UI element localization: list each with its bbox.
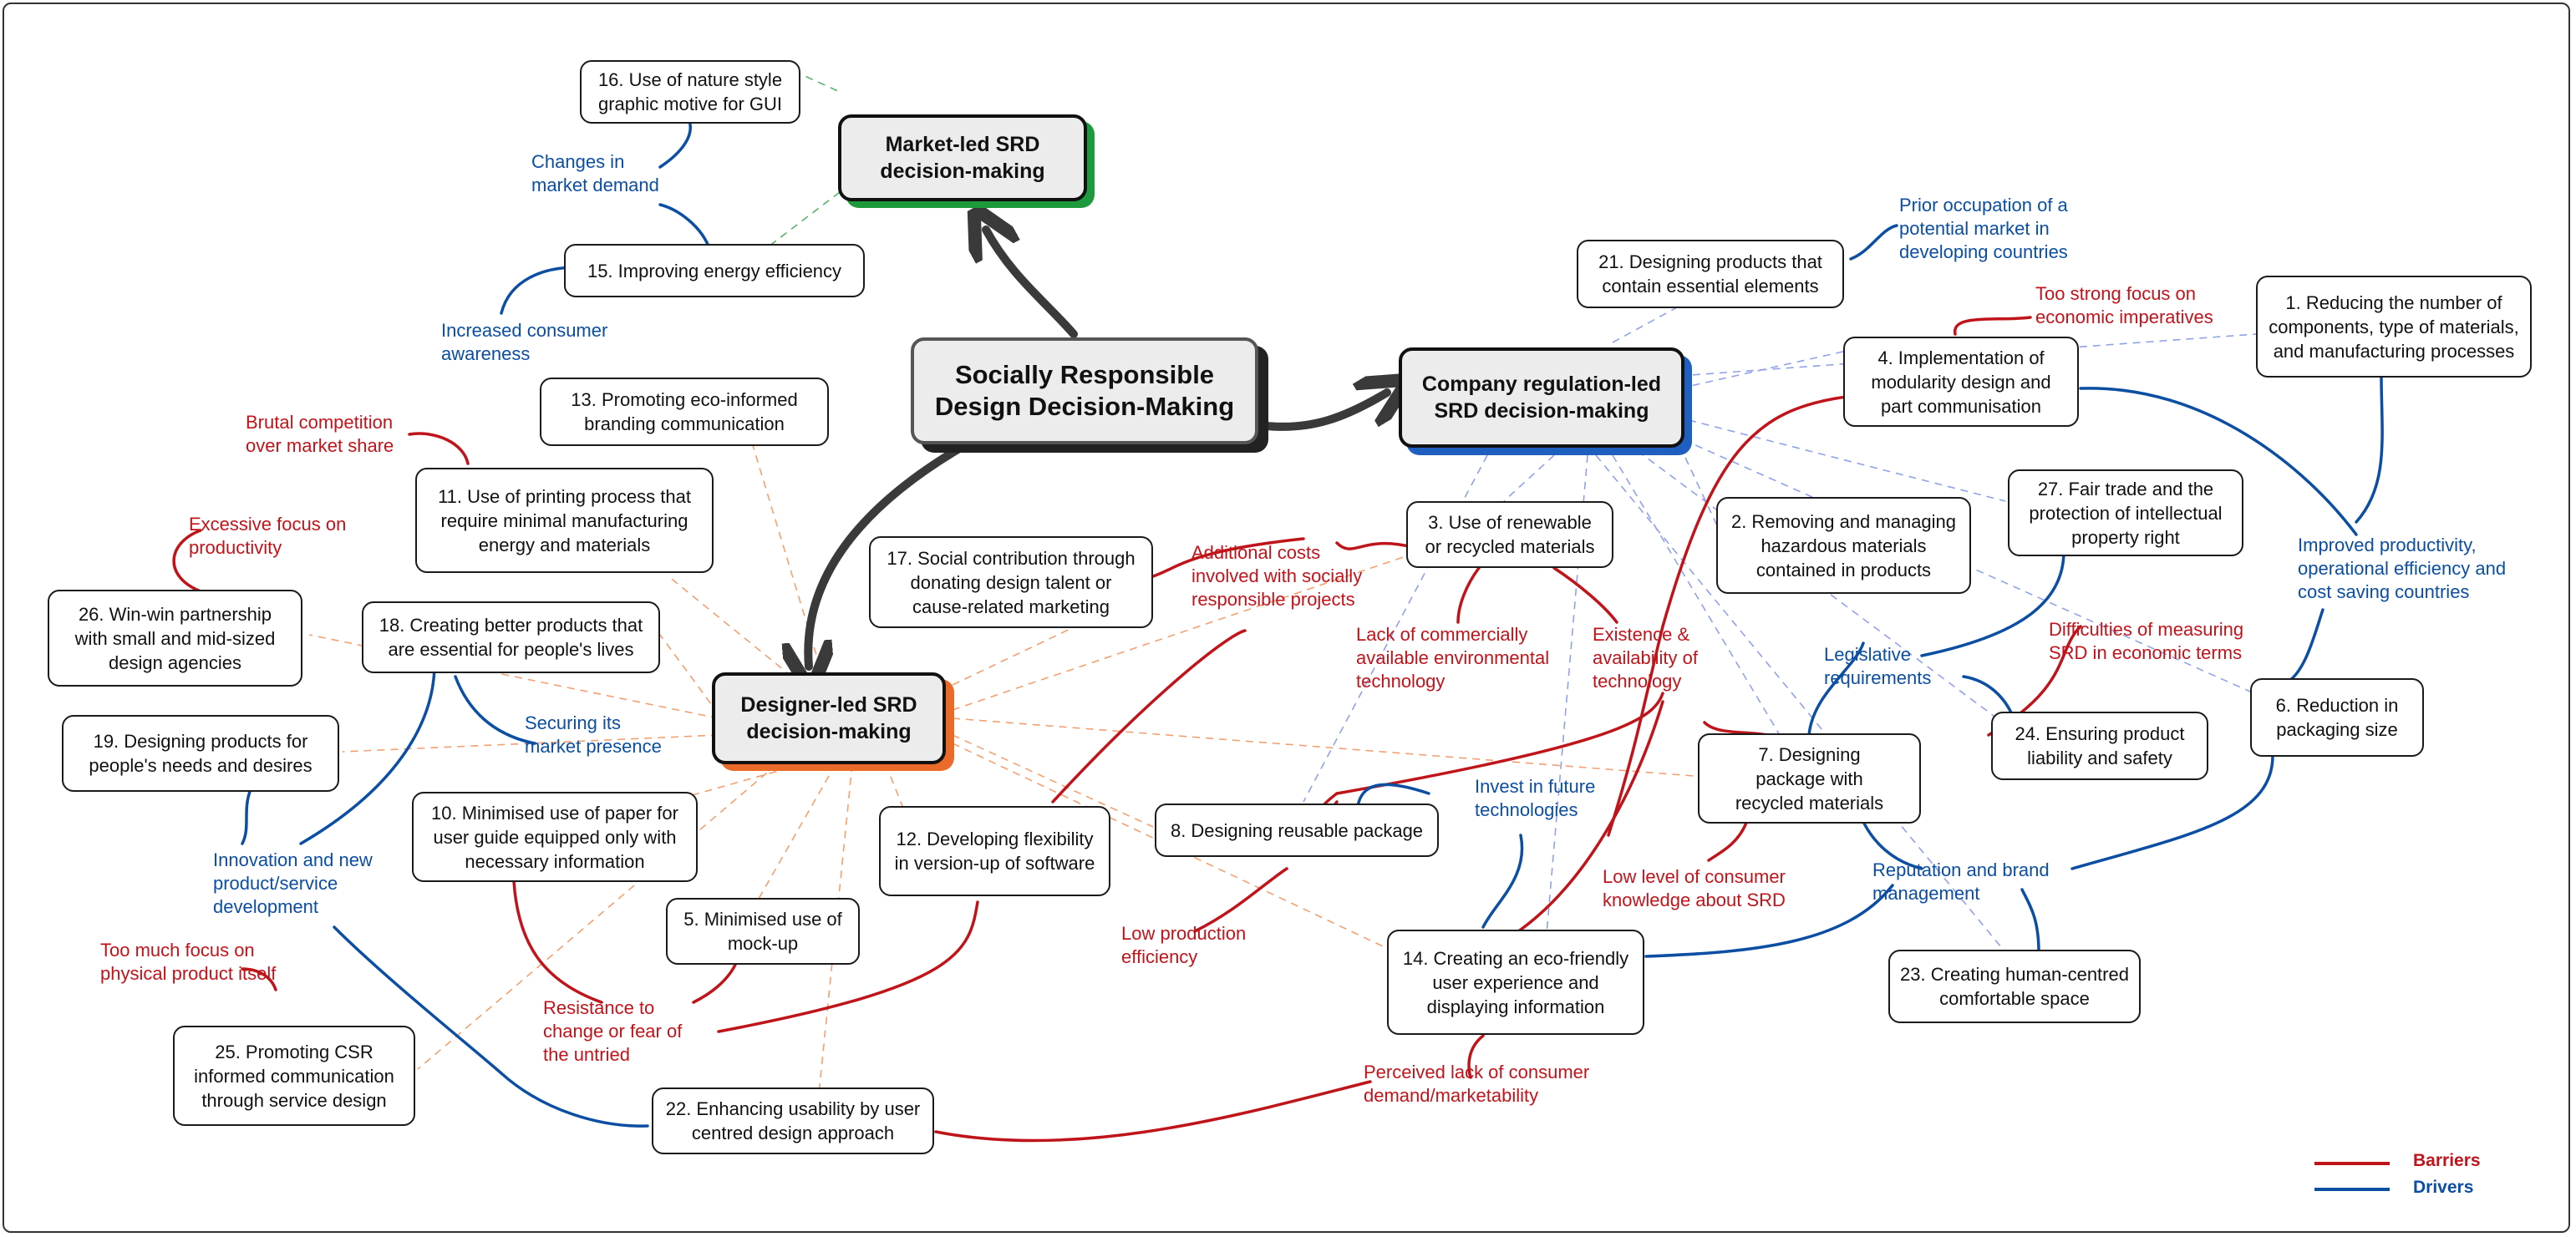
driver-securing-market-presence: Securing its market presence: [525, 712, 662, 757]
node-6: 6. Reduction in packaging size: [2250, 678, 2424, 757]
node-11: 11. Use of printing process that require…: [415, 468, 714, 573]
node-22: 22. Enhancing usability by user centred …: [652, 1087, 934, 1154]
barrier-low-production-efficiency: Low production efficiency: [1121, 923, 1247, 967]
driver-prior-occupation: Prior occupation of a potential market i…: [1899, 195, 2068, 262]
barrier-additional-costs: Additional costs involved with socially …: [1191, 542, 1363, 610]
node-16: 16. Use of nature style graphic motive f…: [580, 60, 800, 124]
market-association-lines: [768, 70, 841, 247]
driver-legislative-requirements: Legislative requirements: [1824, 644, 1932, 688]
barrier-excessive-productivity: Excessive focus on productivity: [189, 514, 347, 558]
node-18: 18. Creating better products that are es…: [362, 601, 660, 673]
barrier-consumer-knowledge: Low level of consumer knowledge about SR…: [1603, 866, 1786, 910]
barrier-perceived-lack-of-demand: Perceived lack of consumer demand/market…: [1364, 1062, 1590, 1106]
node-26: 26. Win-win partnership with small and m…: [48, 590, 302, 687]
driver-market-demand: Changes in market demand: [531, 151, 659, 195]
company-hub: Company regulation-led SRD decision-maki…: [1399, 347, 1684, 448]
barrier-existence-of-technology: Existence & availability of technology: [1593, 624, 1698, 692]
legend-barriers-label: Barriers: [2413, 1151, 2481, 1170]
barrier-physical-product-focus: Too much focus on physical product itsel…: [100, 940, 277, 984]
driver-curves: [241, 119, 2384, 1128]
node-13: 13. Promoting eco-informed branding comm…: [540, 378, 829, 446]
node-21: 21. Designing products that contain esse…: [1577, 240, 1844, 308]
designer-hub: Designer-led SRD decision-making: [712, 672, 946, 764]
barrier-brutal-competition: Brutal competition over market share: [246, 412, 394, 456]
driver-consumer-awareness: Increased consumer awareness: [441, 320, 608, 364]
central-hub: Socially Responsible Design Decision-Mak…: [911, 337, 1258, 444]
node-12: 12. Developing flexibility in version-up…: [879, 806, 1110, 896]
node-17: 17. Social contribution through donating…: [869, 536, 1153, 628]
legend-lines: [2314, 1162, 2390, 1191]
company-association-lines: [1303, 292, 2274, 953]
driver-improved-productivity: Improved productivity, operational effic…: [2298, 535, 2507, 602]
node-2: 2. Removing and managing hazardous mater…: [1716, 497, 1971, 594]
barrier-lack-of-technology: Lack of commercially available environme…: [1356, 624, 1550, 692]
barrier-measuring-srd: Difficulties of measuring SRD in economi…: [2049, 619, 2244, 663]
node-24: 24. Ensuring product liability and safet…: [1991, 712, 2208, 780]
driver-invest-technologies: Invest in future technologies: [1475, 776, 1596, 820]
node-5: 5. Minimised use of mock-up: [666, 898, 860, 965]
node-10: 10. Minimised use of paper for user guid…: [412, 792, 698, 882]
driver-reputation-brand: Reputation and brand management: [1872, 859, 2050, 904]
market-hub: Market-led SRD decision-making: [838, 114, 1087, 201]
node-19: 19. Designing products for people's need…: [62, 715, 339, 792]
node-3: 3. Use of renewable or recycled material…: [1406, 501, 1613, 568]
legend-drivers-label: Drivers: [2413, 1178, 2474, 1197]
node-23: 23. Creating human-centred comfortable s…: [1888, 950, 2141, 1023]
barrier-economic-imperatives: Too strong focus on economic imperatives: [2035, 283, 2213, 327]
barrier-resistance-to-change: Resistance to change or fear of the untr…: [543, 997, 683, 1065]
node-14: 14. Creating an eco-friendly user experi…: [1387, 930, 1644, 1035]
node-25: 25. Promoting CSR informed communication…: [173, 1026, 415, 1126]
node-27: 27. Fair trade and the protection of int…: [2008, 469, 2243, 556]
driver-innovation: Innovation and new product/service devel…: [213, 849, 373, 917]
barrier-curves: [172, 316, 2082, 1143]
hub-arrows: [808, 230, 1387, 667]
node-1: 1. Reducing the number of components, ty…: [2256, 276, 2532, 378]
node-4: 4. Implementation of modularity design a…: [1843, 337, 2079, 427]
node-7: 7. Designing package with recycled mater…: [1698, 733, 1921, 824]
node-15: 15. Improving energy efficiency: [564, 244, 865, 297]
node-8: 8. Designing reusable package: [1155, 804, 1439, 857]
